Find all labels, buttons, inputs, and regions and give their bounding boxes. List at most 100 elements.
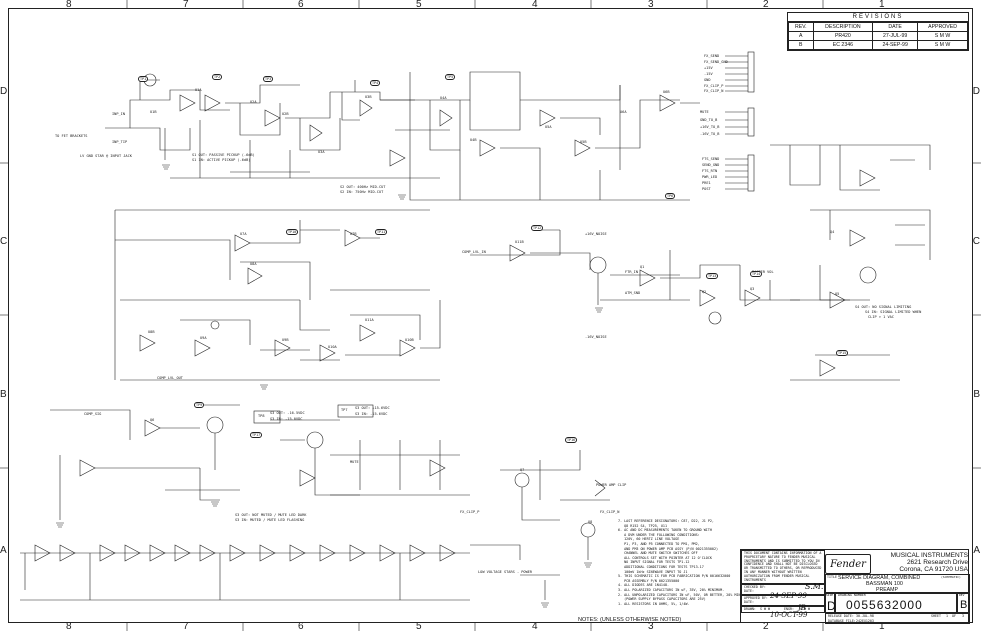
tp7-volt-in: S3 IN: -15.6VDC — [355, 412, 388, 416]
tp-bubble-6: TP6 — [665, 193, 676, 199]
note-line: 5. THIS SCHEMATIC IS FOR PCB FABRICATION… — [618, 574, 731, 579]
mute-label: MUTE — [350, 460, 359, 464]
plus16-noise-label: +16V_NOISE — [585, 232, 607, 236]
part-designator: Q5 — [835, 292, 840, 296]
zone-row-c-right: C — [972, 236, 980, 247]
s4-clip-label: CLIP > 1 VAC — [868, 315, 894, 319]
s4-out-label: S4 OUT: NO SIGNAL LIMITING — [855, 305, 912, 309]
conn-pwr-led: PWR_LED — [702, 175, 718, 179]
note-line: ADDITIONAL CONDITIONS FOR TESTS TP13-17 — [618, 564, 704, 569]
zone-col-8-top: 8 — [66, 0, 72, 10]
atm-snd-label: ATM_SND — [625, 291, 641, 295]
revisions-table: REVISIONS REV. DESCRIPTION DATE APPROVED… — [787, 12, 969, 51]
s1-out-label: S1 OUT: PASSIVE PICKUP (-6dB) — [192, 153, 255, 157]
of-label: OF — [952, 614, 956, 618]
buffer-chain — [20, 544, 560, 601]
note-line: 4. ALL DIODES ARE 1N4148. — [618, 583, 670, 588]
rev-value: B — [960, 599, 968, 611]
tp-bubble-4: TP4 — [370, 80, 381, 86]
conn-fts-send: FTS_SEND — [702, 157, 720, 161]
revisions-header-row: REV. DESCRIPTION DATE APPROVED — [788, 22, 968, 32]
mute-stage — [50, 404, 470, 520]
comp-lvl-out-label: COMP_LVL_OUT — [157, 376, 183, 380]
size-value: D — [827, 599, 836, 613]
note-line: AND PM3 ON POWER AMP PCB ASSY (P/N 00213… — [618, 546, 719, 551]
zone-row-b-right: B — [973, 389, 980, 400]
part-designator: Q3 — [750, 287, 755, 291]
zone-col-6-top: 6 — [298, 0, 304, 10]
note-line: (POWER SUPPLY BYPASS CAPACITORS ARE 25V) — [618, 597, 706, 602]
clip-stage — [500, 450, 610, 600]
drawn-label: DRAWN: — [744, 607, 756, 611]
revision-row: B EC 2346 24-SEP-99 S M W — [788, 40, 968, 50]
part-designator: U11A — [365, 318, 374, 322]
low-voltage-label: LOW VOLTAGE STARS - POWER — [478, 570, 533, 574]
tp-bubble-17: TP17 — [250, 432, 263, 438]
rev-header-description: DESCRIPTION — [812, 22, 874, 32]
approved-row: APPROVED BY: DATE: — [741, 595, 825, 606]
tp-bubble-10: TP10 — [286, 229, 299, 235]
rev-cell-description: PR420 — [812, 31, 874, 41]
power-amp-clip-label: POWER AMP CLIP — [596, 483, 627, 487]
part-designator: Q4 — [830, 230, 835, 234]
zone-col-5-bottom: 5 — [416, 621, 422, 631]
zone-row-d-left: D — [0, 86, 8, 97]
note-line: CHANNEL AND MUTE SWITCH SWITCHES OFF — [618, 551, 698, 556]
part-designator: U5A — [545, 125, 552, 129]
checked-label: CHECKED BY: — [744, 585, 766, 589]
handwritten-checked: S.M. — [805, 582, 824, 591]
title-line-1-suffix: (SCHEMATIC) — [941, 575, 961, 579]
conn-mute: MUTE — [700, 110, 709, 114]
note-line: 6. AC AND DC MEASUREMENTS TAKEN TO GROUN… — [618, 528, 712, 533]
ftr-in-label: FTR_IN — [625, 270, 638, 274]
part-designator: Q1 — [640, 265, 645, 269]
tp8-volt-in: S3 IN: -15.0VDC — [270, 417, 303, 421]
conn-fx-send: FX_SEND — [704, 54, 720, 58]
title-line-3: PREAMP — [876, 587, 898, 593]
tp7-volt-out: S3 OUT: +15.6VDC — [355, 406, 390, 410]
conn-fx-clip-n: FX_CLIP_N — [704, 89, 724, 93]
sheet-label: SHEET — [931, 614, 941, 618]
revision-row: A PR420 27-JUL-99 S M W — [788, 31, 968, 41]
tp-bubble-12: TP12 — [531, 225, 544, 231]
ground-symbols — [56, 164, 603, 608]
note-line: Q8 R152 S4, TP25, U11 — [618, 523, 667, 528]
size-label: SIZE — [826, 593, 834, 597]
database-label: DATABASE FILE: — [828, 619, 856, 623]
release-date-label: RELEASE DATE: — [828, 614, 854, 618]
handwritten-approved-date: 10-OCT-99 — [770, 611, 808, 619]
conn-gnd-to-b: GND_TO_B — [700, 118, 718, 122]
conn-fts-rtn: FTS_RTN — [702, 169, 718, 173]
zone-col-3-bottom: 3 — [648, 621, 654, 631]
confidential-notice: THIS DOCUMENT CONTAINS INFORMATION OF A … — [741, 550, 825, 584]
conn-fx-clip-p: FX_CLIP_P — [704, 84, 724, 88]
handwritten-checked-date: 24-SEP-99 — [770, 592, 807, 600]
title-block: THIS DOCUMENT CONTAINS INFORMATION OF A … — [740, 549, 970, 624]
zone-row-b-left: B — [0, 389, 7, 400]
notes-block: 7. LAST REFERENCE DESIGNATORS: C87, D22,… — [618, 519, 751, 606]
minus16-noise-label: -16V_NOISE — [585, 335, 607, 339]
tp-bubble-1: TP1 — [138, 76, 149, 82]
tone-stack — [380, 71, 700, 201]
tp8-box — [253, 410, 281, 424]
part-designator: U2A — [250, 100, 257, 104]
title-line-1: SERVICE DIAGRAM, COMBINED — [838, 575, 921, 581]
checked-row: CHECKED BY: DATE: — [741, 584, 825, 595]
fx-clip-n-label: FX_CLIP_N — [600, 510, 620, 514]
rev-cell-date: 24-SEP-99 — [872, 40, 919, 50]
zone-row-a-right: A — [973, 545, 980, 556]
conn-plus15: +15V — [704, 66, 713, 70]
part-designator: U3B — [365, 95, 372, 99]
zone-row-c-left: C — [0, 236, 8, 247]
zone-col-1-bottom: 1 — [879, 621, 885, 631]
zone-col-4-bottom: 4 — [532, 621, 538, 631]
master-stage — [470, 229, 800, 325]
note-line: A DVM UNDER THE FOLLOWING CONDITIONS: — [618, 532, 700, 537]
of-value: 3 — [962, 614, 964, 618]
zone-col-8-bottom: 8 — [66, 621, 72, 631]
tp-bubble-15: TP15 — [836, 350, 849, 356]
lv-gnd-label: LV GND STAR @ INPUT JACK — [80, 154, 132, 158]
tp-bubble-5: TP5 — [445, 74, 456, 80]
part-designator: U10B — [405, 338, 414, 342]
